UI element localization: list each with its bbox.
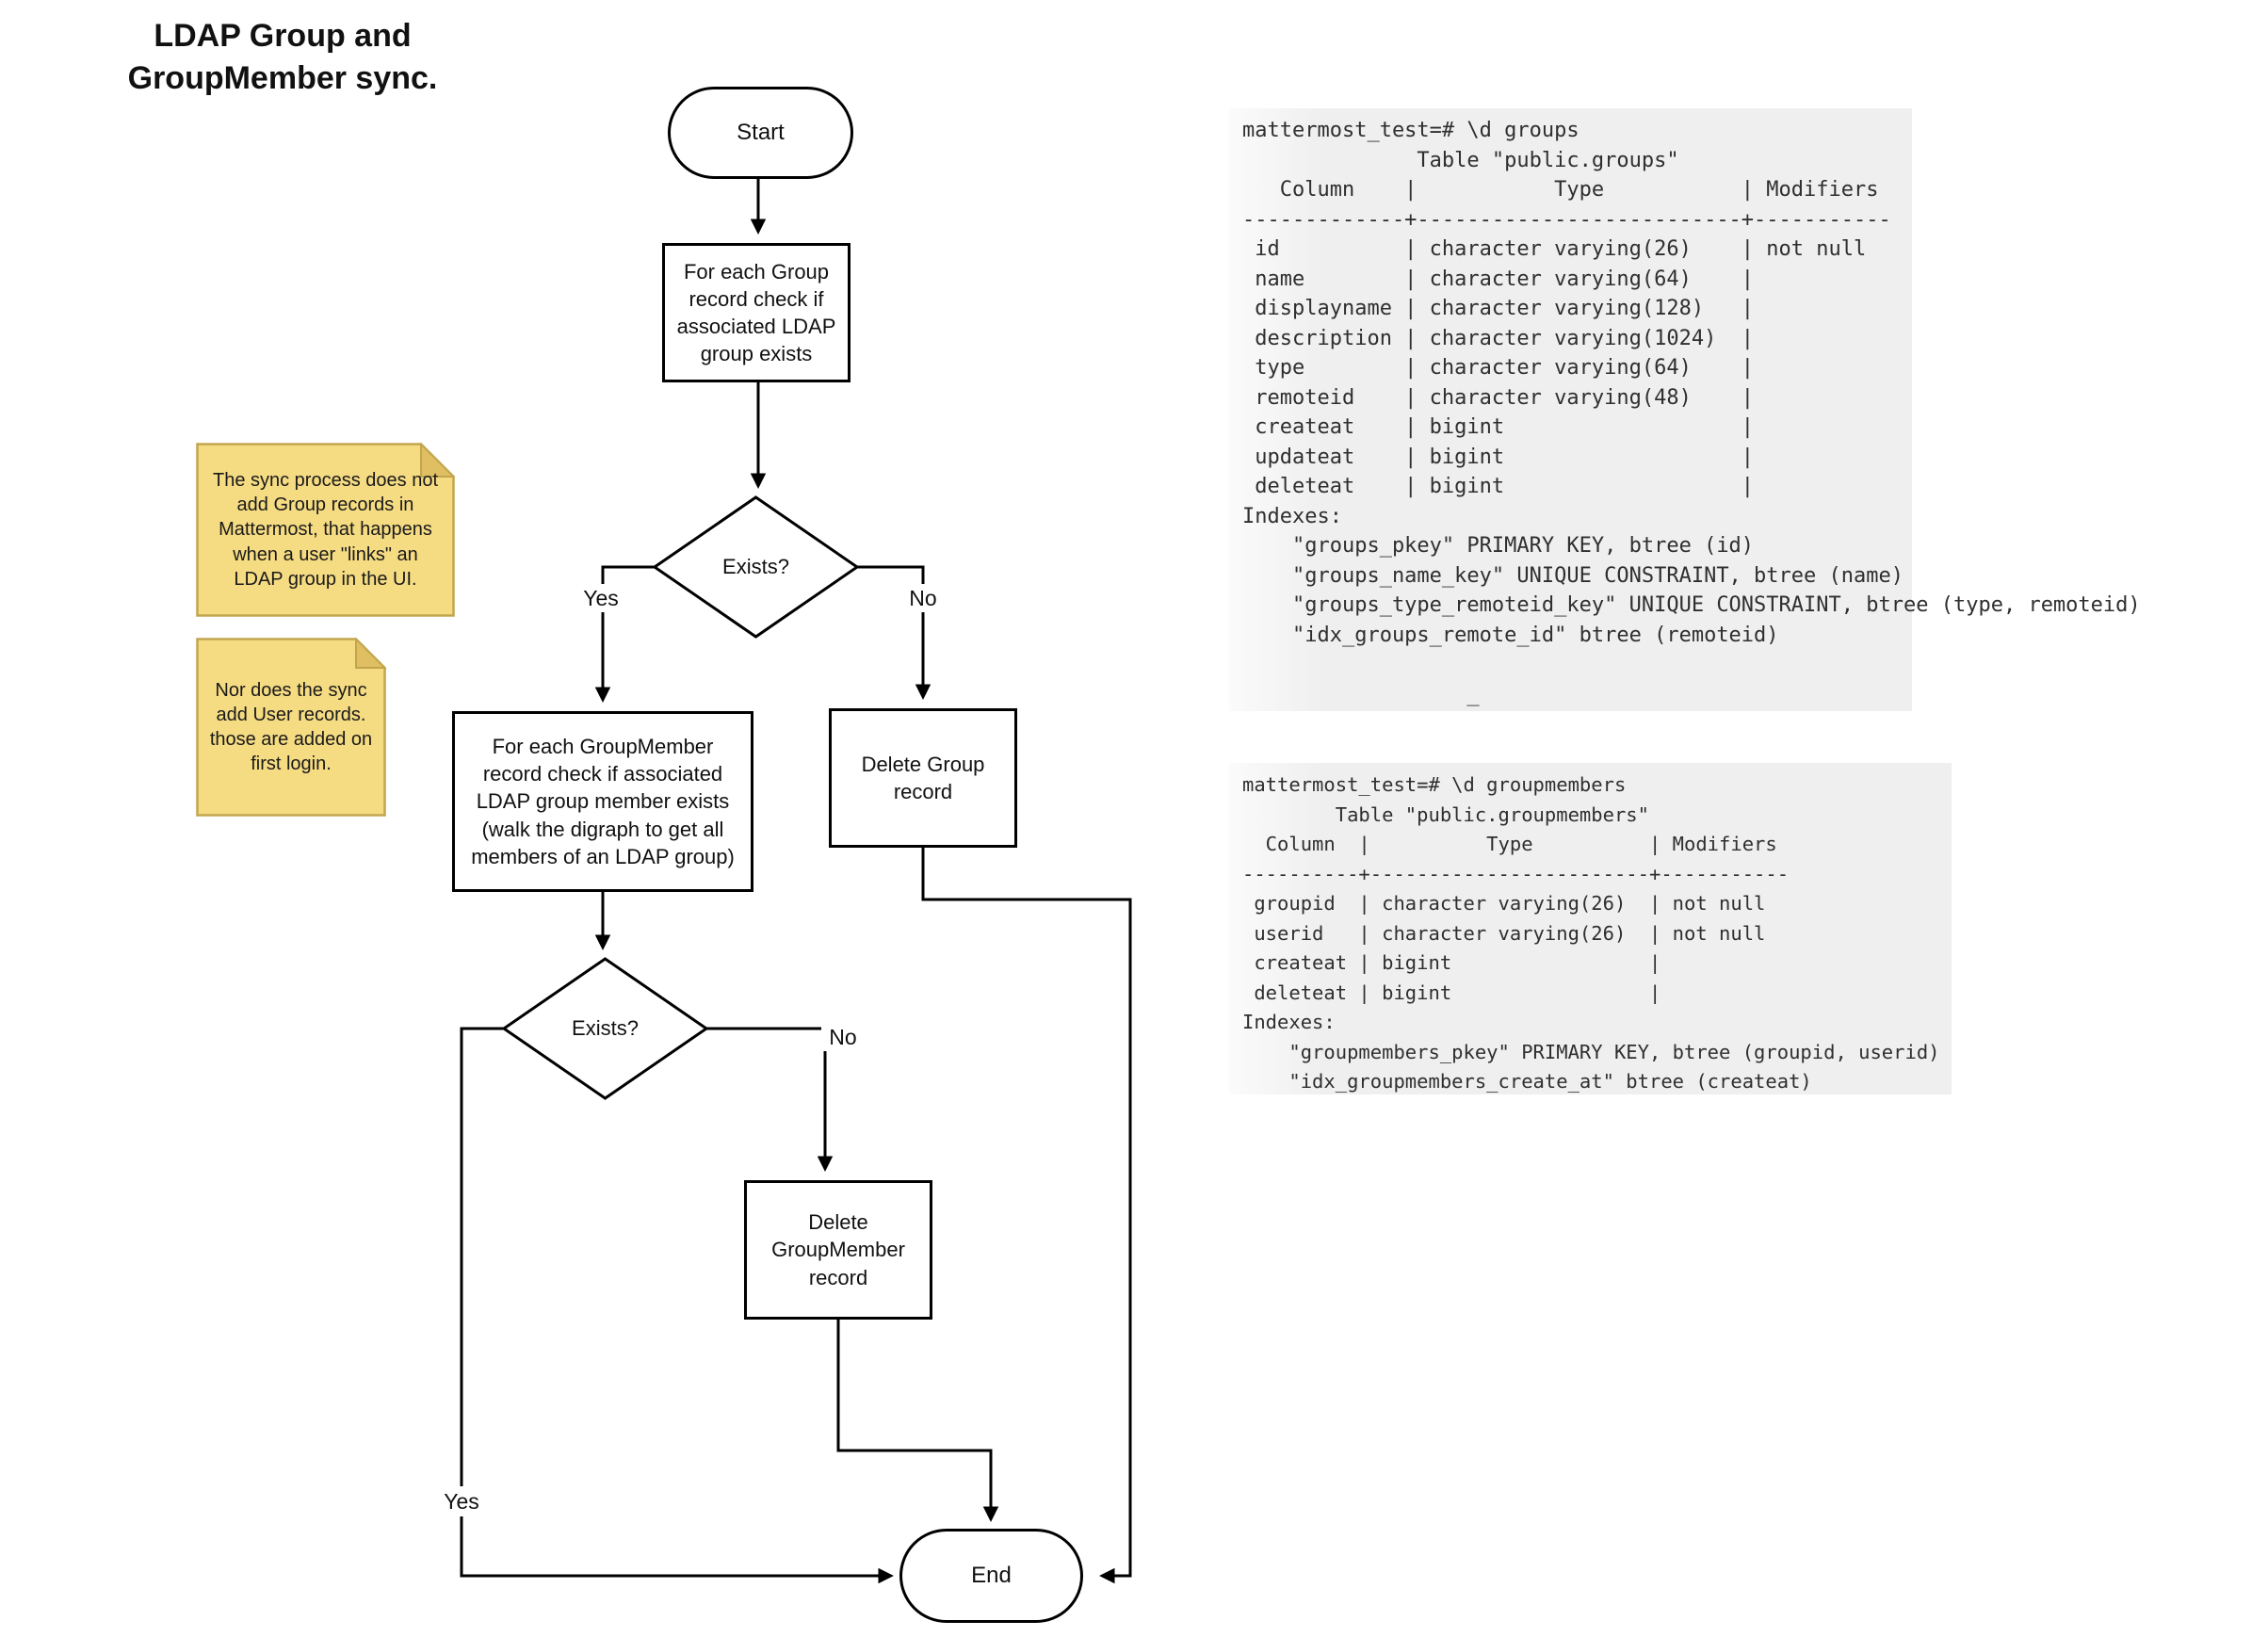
terminal-groupmembers-output: mattermost_test=# \d groupmembers Table …: [1242, 773, 1940, 1093]
process-delete-groupmember-node: Delete GroupMember record: [744, 1180, 932, 1320]
connector-delete-group-to-end: [921, 848, 1132, 1584]
connector-decision2-no: [706, 1027, 834, 1172]
process-delete-group-label: Delete Group record: [861, 752, 985, 803]
process-check-groupmember-label: For each GroupMember record check if ass…: [471, 735, 735, 868]
terminal-groupmembers-background: [1229, 763, 1952, 1094]
sticky-note-shape: [196, 638, 386, 817]
decision-member-exists-shape: [501, 957, 709, 1100]
edge-label-no-2: No: [821, 1023, 865, 1051]
start-node: Start: [668, 87, 853, 179]
edge-label-no-1: No: [900, 584, 946, 612]
end-node: End: [899, 1529, 1083, 1623]
note-fold-icon: [355, 638, 386, 669]
sticky-note-users-text: Nor does the sync add User records. thos…: [209, 679, 373, 775]
page-title: LDAP Group and GroupMember sync.: [127, 18, 438, 96]
sticky-note-shape: [196, 443, 455, 617]
sticky-note-users: Nor does the sync add User records. thos…: [196, 638, 386, 817]
connector-delete-groupmember-to-end: [836, 1320, 999, 1522]
terminal-groups-background: [1229, 108, 1912, 711]
start-node-label: Start: [737, 120, 785, 146]
process-check-group-label: For each Group record check if associate…: [676, 259, 836, 366]
edge-label-yes-1: Yes: [576, 584, 625, 612]
decision-group-exists-label: Exists?: [722, 555, 789, 578]
decision-member-exists-label: Exists?: [572, 1016, 639, 1040]
process-check-groupmember-node: For each GroupMember record check if ass…: [452, 711, 753, 892]
process-delete-groupmember-label: Delete GroupMember record: [771, 1210, 905, 1289]
sticky-note-groups-text: The sync process does not add Group reco…: [212, 470, 438, 590]
note-fold-icon: [420, 443, 455, 478]
end-node-label: End: [971, 1563, 1012, 1589]
sticky-note-groups: The sync process does not add Group reco…: [196, 443, 455, 617]
edge-label-yes-2: Yes: [435, 1486, 488, 1516]
terminal-groups-output: mattermost_test=# \d groups Table "publi…: [1242, 119, 2141, 706]
process-check-group-node: For each Group record check if associate…: [662, 243, 850, 382]
decision-group-exists-shape: [652, 495, 860, 639]
process-delete-group-node: Delete Group record: [829, 708, 1017, 848]
